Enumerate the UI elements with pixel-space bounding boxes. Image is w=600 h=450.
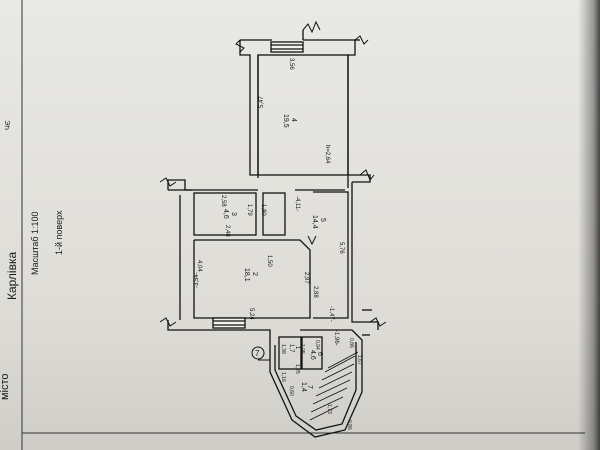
room-2-number: 2: [251, 272, 258, 276]
dim-297: 2,97: [303, 272, 309, 284]
room-5-number: 5: [319, 218, 326, 222]
room-1-area: 1,7: [288, 344, 294, 353]
room-5-area: 14,4: [311, 215, 318, 229]
dim-116: 1,16: [280, 372, 286, 382]
room-4-area: 19,5: [282, 114, 289, 128]
room-7-area: 1,4: [300, 382, 307, 392]
dim-150: 1,50: [266, 255, 272, 267]
page-edge-shadow: [578, 0, 600, 450]
dim-173: 1,73: [326, 404, 332, 414]
dim-354: -3,54-: [194, 272, 200, 288]
dim-138: 1,38: [280, 344, 286, 354]
dim-576: 5,76: [338, 242, 344, 254]
scale-label: Масштаб 1:100: [30, 211, 40, 275]
city-name: Карлівка: [5, 252, 19, 300]
dim-411: -4,11-: [294, 196, 300, 211]
room-2-area: 18,1: [243, 268, 250, 282]
dim-547: 5,47: [259, 96, 265, 108]
marker-7: 7: [251, 346, 270, 361]
dim-060: 0,60: [288, 386, 294, 396]
room-3-number: 3: [230, 212, 237, 216]
dim-179: 1,79: [246, 204, 252, 216]
dim-094: 0,94: [314, 340, 320, 350]
header-block: місто Карлівка Масштаб 1:100 1-й поверх …: [0, 120, 64, 400]
city-label: місто: [0, 373, 11, 400]
floor-label: 1-й поверх: [54, 210, 64, 255]
dim-086b: 0,86: [346, 420, 352, 430]
dimension-labels: 5,47 3,56 h=2,64 -4,11- 2,58 1,79 1,80 2…: [194, 58, 362, 430]
room-4-number: 4: [290, 118, 297, 122]
dim-086a: 0,86: [348, 338, 354, 348]
room-3-area: 4,6: [222, 209, 229, 219]
dim-258: 2,58: [220, 195, 226, 207]
marker-circle-icon: [251, 346, 265, 360]
dim-105: 1,05: [299, 344, 305, 354]
dim-524: 5,24: [248, 308, 254, 320]
room-1-number: 1: [294, 346, 300, 350]
arrow-icon: [307, 235, 317, 246]
walls: [159, 20, 387, 438]
dim-180: 1,80: [260, 204, 266, 216]
dim-125: 1,25: [294, 364, 300, 374]
dim-356: 3,56: [288, 58, 294, 70]
dim-196: -1,96-: [333, 330, 339, 346]
dim-404: 4,04: [196, 260, 202, 272]
dim-h264: h=2,64: [324, 145, 330, 164]
dim-288: 2,88: [312, 286, 318, 298]
room-7-number: 7: [306, 385, 313, 389]
room-6-number: 6: [316, 352, 323, 356]
room-labels: 4 19,5 3 4,6 2 18,1 5 14,4 1 1,7 6 4,6 7…: [222, 114, 326, 392]
marker-number: 7: [255, 349, 260, 358]
dim-147: -1,47-: [328, 306, 334, 322]
dim-248: 2,48: [224, 225, 230, 237]
room-6-area: 4,6: [309, 350, 316, 360]
dim-167: 1,67: [356, 355, 362, 365]
stray-top-label: ЧЄ: [5, 120, 12, 130]
